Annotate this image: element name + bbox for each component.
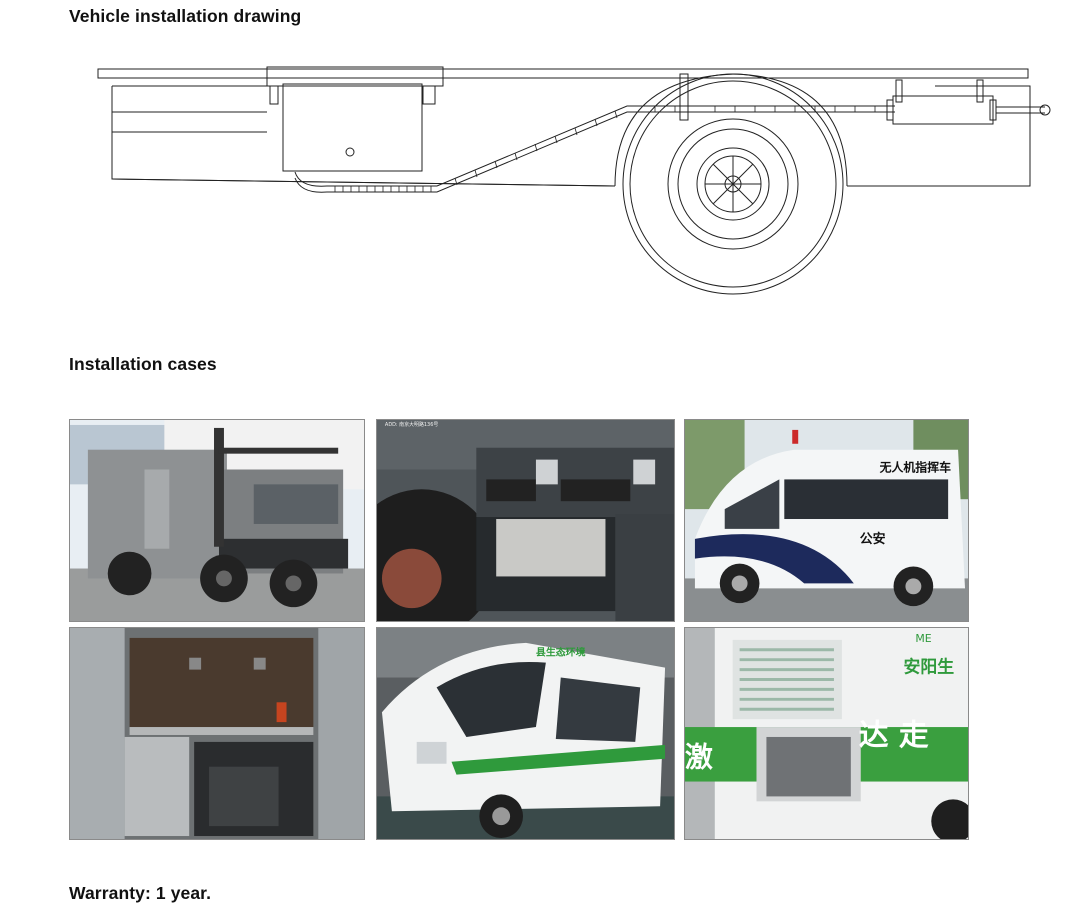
stripe-text: 县生态环境 [536,646,586,659]
case-photo-vent-hatch: 达 走 激 安阳生 ME [684,627,969,840]
van-text-a: 安阳生 [903,657,954,677]
van-side-text: 无人机指挥车 [879,461,951,475]
cases-section-title: Installation cases [69,354,217,374]
warranty-text: Warranty: 1 year. [69,883,212,903]
case-photo-police-van: 无人机指挥车 公安 [684,419,969,622]
case-photo-interior-bay [69,627,365,840]
case-photo-expedition-truck [69,419,365,622]
vehicle-installation-drawing [97,66,1051,295]
case-photo-green-stripe-van: 县生态环境 [376,627,675,840]
drawing-section-title: Vehicle installation drawing [69,6,302,26]
van-door-text: 公安 [860,531,886,547]
van-text-b: 达 走 [859,718,929,753]
van-text-d: ME [915,632,931,645]
plate-text: ADD: 南京大明路136号 [385,421,438,428]
van-text-c: 激 [685,741,713,774]
case-photo-storage-box: ADD: 南京大明路136号 [376,419,675,622]
